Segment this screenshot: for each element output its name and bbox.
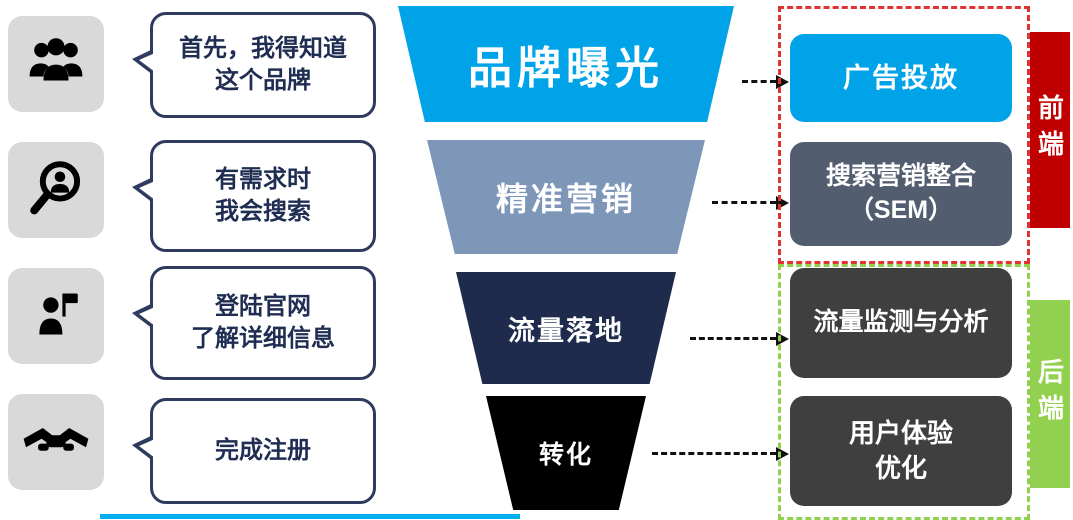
search-user-icon [23,155,89,226]
presenter-icon [24,282,88,351]
icon-tile-3 [8,268,104,364]
box-text-line: 用户体验 [848,417,953,448]
speech-bubble-4: 完成注册 [132,398,376,504]
speech-bubble-3: 登陆官网 了解详细信息 [132,266,376,380]
funnel-layer-conversion: 转化 [486,396,646,510]
people-group-icon [23,29,89,100]
icon-tile-1 [8,16,104,112]
bubble-text-line: 首先，我得知道 [179,34,347,62]
back-end-tab-label: 后端 [1034,358,1065,430]
back-end-group-frame [778,264,1030,520]
box-text-line: 搜索营销整合 [825,162,976,191]
funnel-layer-traffic-landing: 流量落地 [456,272,676,384]
arrow-funnel-to-box-4 [652,447,789,461]
box-text-line: 流量监测与分析 [813,308,989,337]
front-end-tab: 前端 [1030,32,1070,228]
funnel-layer-label: 流量落地 [508,315,624,346]
bubble-text-line: 我会搜索 [215,198,311,225]
handshake-icon [20,410,92,475]
box-text-line: 广告投放 [843,62,959,93]
arrow-funnel-to-box-3 [690,332,789,346]
front-end-group-frame [778,6,1030,264]
back-end-tab: 后端 [1030,300,1070,488]
funnel-layer-label: 转化 [538,441,593,469]
funnel-layer-label: 精准营销 [495,181,636,217]
icon-tile-4 [8,394,104,490]
box-ux-optimization: 用户体验 优化 [790,396,1012,506]
box-ad-placement: 广告投放 [790,34,1012,122]
speech-bubble-1: 首先，我得知道 这个品牌 [132,12,376,118]
bubble-text-line: 了解详细信息 [191,325,335,352]
icon-tile-2 [8,142,104,238]
front-end-tab-label: 前端 [1034,94,1065,166]
bubble-text-line: 这个品牌 [215,67,311,94]
arrow-funnel-to-box-1 [742,75,789,89]
funnel-layer-brand-exposure: 品牌曝光 [398,6,734,122]
speech-bubble-2: 有需求时 我会搜索 [132,140,376,252]
funnel-layer-label: 品牌曝光 [468,44,664,93]
bubble-text-line: 完成注册 [215,436,311,464]
box-text-line: （SEM） [848,196,954,224]
box-text-line: 优化 [874,453,927,483]
funnel-layer-precision-marketing: 精准营销 [427,140,705,254]
box-traffic-monitoring: 流量监测与分析 [790,268,1012,378]
bubble-text-line: 登陆官网 [215,292,311,320]
box-sem-integration: 搜索营销整合 （SEM） [790,142,1012,246]
bubble-text-line: 有需求时 [215,165,311,193]
bottom-accent-line [100,514,520,519]
arrow-funnel-to-box-2 [712,196,789,210]
